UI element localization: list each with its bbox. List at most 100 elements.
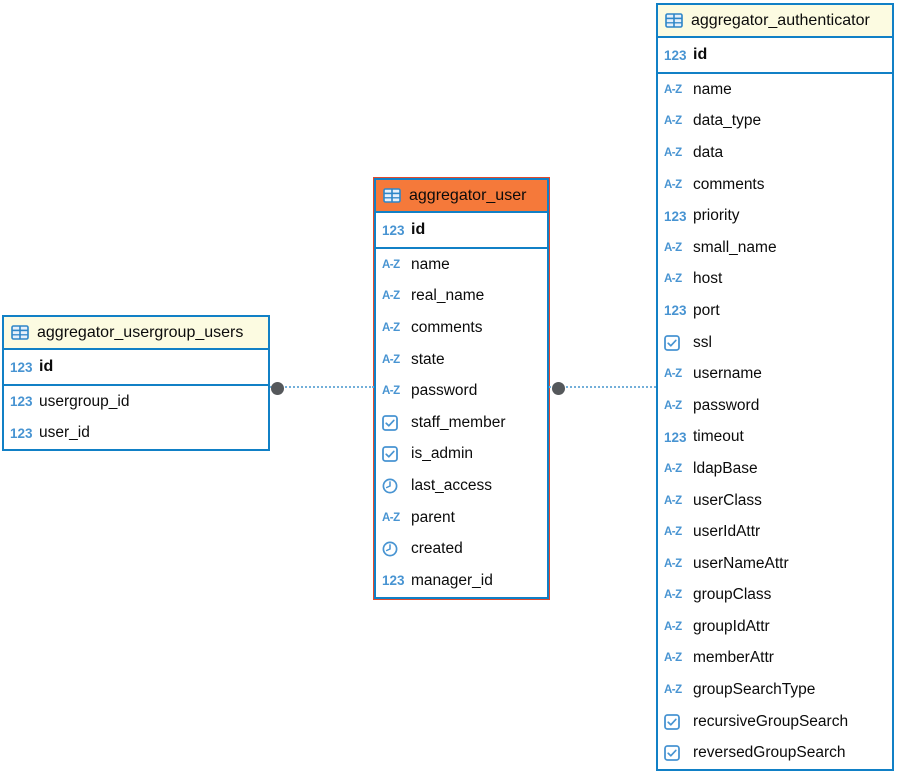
column-row[interactable]: A-Z name bbox=[658, 74, 892, 106]
column-name: data bbox=[693, 143, 724, 161]
table-icon bbox=[383, 188, 401, 203]
column-name: port bbox=[693, 301, 720, 319]
column-row[interactable]: ssl bbox=[658, 327, 892, 359]
column-row[interactable]: 123 id bbox=[376, 213, 547, 247]
column-name: reversedGroupSearch bbox=[693, 744, 846, 762]
column-name: staff_member bbox=[411, 413, 506, 431]
column-name: user_id bbox=[39, 424, 90, 442]
column-row[interactable]: last_access bbox=[376, 470, 547, 502]
column-name: groupIdAttr bbox=[693, 617, 770, 635]
string-type-icon: A-Z bbox=[664, 83, 682, 96]
column-name: userClass bbox=[693, 491, 762, 509]
datetime-type-icon bbox=[382, 478, 409, 494]
column-row[interactable]: A-Z username bbox=[658, 358, 892, 390]
table-icon bbox=[665, 13, 683, 28]
column-name: comments bbox=[411, 318, 483, 336]
column-name: id bbox=[411, 221, 426, 238]
numeric-type-icon: 123 bbox=[664, 47, 687, 63]
column-name: timeout bbox=[693, 428, 744, 446]
column-name: userIdAttr bbox=[693, 523, 761, 541]
relationship-line[interactable] bbox=[270, 386, 374, 388]
string-type-icon: A-Z bbox=[664, 620, 682, 633]
boolean-type-icon bbox=[382, 414, 409, 431]
column-row[interactable]: reversedGroupSearch bbox=[658, 737, 892, 769]
column-row[interactable]: A-Z ldapBase bbox=[658, 453, 892, 485]
numeric-type-icon: 123 bbox=[10, 425, 33, 441]
string-type-icon: A-Z bbox=[664, 494, 682, 507]
column-row[interactable]: A-Z groupIdAttr bbox=[658, 611, 892, 643]
column-name: parent bbox=[411, 508, 455, 526]
column-name: groupClass bbox=[693, 586, 772, 604]
entity-title: aggregator_authenticator bbox=[691, 11, 870, 29]
string-type-icon: A-Z bbox=[382, 258, 400, 271]
string-type-icon: A-Z bbox=[664, 273, 682, 286]
entity-header[interactable]: aggregator_authenticator bbox=[658, 5, 892, 38]
column-name: username bbox=[693, 365, 762, 383]
column-name: manager_id bbox=[411, 571, 493, 589]
string-type-icon: A-Z bbox=[664, 368, 682, 381]
string-type-icon: A-Z bbox=[664, 178, 682, 191]
column-name: id bbox=[39, 358, 54, 375]
column-name: recursiveGroupSearch bbox=[693, 712, 849, 730]
column-row[interactable]: A-Z userClass bbox=[658, 485, 892, 517]
column-name: host bbox=[693, 270, 723, 288]
entity-title: aggregator_user bbox=[409, 186, 527, 204]
column-row[interactable]: staff_member bbox=[376, 407, 547, 439]
entity-header[interactable]: aggregator_usergroup_users bbox=[4, 317, 268, 350]
column-row[interactable]: A-Z host bbox=[658, 264, 892, 296]
column-name: ldapBase bbox=[693, 459, 758, 477]
column-row[interactable]: is_admin bbox=[376, 439, 547, 471]
boolean-type-icon bbox=[664, 334, 691, 351]
column-name: real_name bbox=[411, 287, 485, 305]
string-type-icon: A-Z bbox=[664, 399, 682, 412]
column-name: state bbox=[411, 350, 445, 368]
datetime-type-icon bbox=[382, 541, 409, 557]
column-row[interactable]: 123 user_id bbox=[4, 418, 268, 450]
column-row[interactable]: created bbox=[376, 533, 547, 565]
primary-key-section: 123 id bbox=[376, 213, 547, 249]
string-type-icon: A-Z bbox=[664, 462, 682, 475]
column-name: name bbox=[693, 80, 732, 98]
relationship-line[interactable] bbox=[549, 386, 656, 388]
string-type-icon: A-Z bbox=[664, 684, 682, 697]
string-type-icon: A-Z bbox=[664, 526, 682, 539]
relationship-endpoint-dot bbox=[551, 381, 565, 395]
entity-title: aggregator_usergroup_users bbox=[37, 323, 244, 341]
entity-header[interactable]: aggregator_user bbox=[376, 180, 547, 213]
boolean-type-icon bbox=[382, 446, 409, 463]
column-name: last_access bbox=[411, 476, 492, 494]
numeric-type-icon: 123 bbox=[382, 222, 405, 238]
column-row[interactable]: recursiveGroupSearch bbox=[658, 706, 892, 738]
column-row[interactable]: A-Z userIdAttr bbox=[658, 516, 892, 548]
column-name: data_type bbox=[693, 112, 762, 130]
